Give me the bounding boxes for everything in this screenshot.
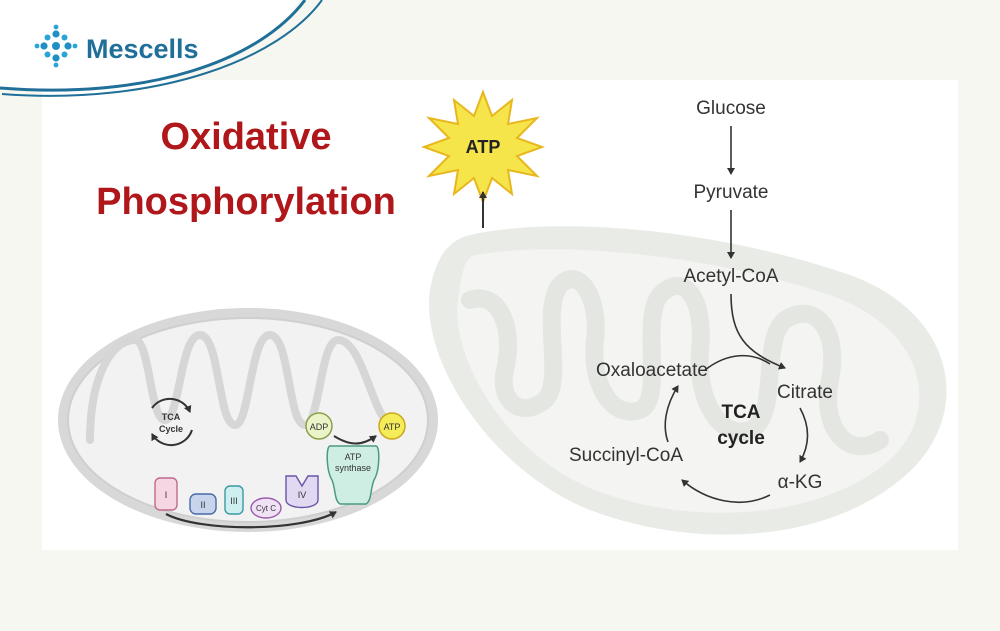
oxaloacetate-label: Oxaloacetate bbox=[596, 360, 708, 381]
small-mitochondrion: TCA Cycle ADP ATP ATP synthase I II III … bbox=[58, 308, 438, 532]
citrate-label: Citrate bbox=[777, 382, 833, 403]
complex-4-shape bbox=[285, 475, 319, 509]
pyruvate-label: Pyruvate bbox=[694, 182, 769, 203]
brand-swoosh-fill bbox=[0, 0, 300, 91]
atp-burst-label: ATP bbox=[466, 137, 501, 157]
tca-cycle-label-line-2: cycle bbox=[717, 428, 765, 449]
small-mito-membrane bbox=[67, 317, 429, 523]
brand-name[interactable]: Mescells bbox=[86, 34, 199, 64]
mini-tca-line-1: TCA bbox=[162, 412, 181, 422]
brand-swoosh-curve bbox=[0, 0, 307, 92]
adp-label: ADP bbox=[310, 422, 329, 432]
complex-3-shape bbox=[224, 485, 244, 515]
glucose-label: Glucose bbox=[696, 98, 766, 119]
adp-circle bbox=[305, 412, 333, 440]
acetyl-coa-label: Acetyl-CoA bbox=[683, 266, 778, 287]
atp-synthase-shape bbox=[326, 445, 380, 505]
mini-tca-arrow-top bbox=[151, 397, 192, 413]
atp-circle bbox=[378, 412, 406, 440]
title-line-1: Oxidative bbox=[160, 116, 331, 158]
cyt-c-label: Cyt C bbox=[256, 504, 276, 513]
akg-label: α-KG bbox=[778, 472, 823, 493]
metabolic-pathway: Glucose Pyruvate Acetyl-CoA Oxaloacetate… bbox=[569, 98, 833, 503]
tca-arc-oxaloacetate-citrate bbox=[704, 354, 771, 371]
atp-synthase-line-2: synthase bbox=[335, 463, 371, 473]
tca-cycle-label-line-1: TCA bbox=[721, 402, 760, 423]
tca-arc-succinyl-oxaloacetate bbox=[664, 385, 679, 443]
mini-tca-cycle: TCA Cycle bbox=[151, 397, 193, 447]
atp-synthase-line-1: ATP bbox=[345, 452, 362, 462]
cyt-c-shape bbox=[250, 497, 282, 519]
cell-cluster-icon bbox=[34, 24, 78, 68]
complex-2-shape bbox=[189, 493, 217, 515]
complex-4-label: IV bbox=[298, 490, 307, 500]
large-mito-cristae bbox=[461, 270, 889, 456]
mini-tca-arrow-bottom bbox=[151, 429, 193, 447]
electron-flow-arrow bbox=[165, 511, 337, 529]
complex-3-label: III bbox=[230, 496, 238, 506]
complex-2-label: II bbox=[200, 500, 205, 510]
acetyl-coa-to-citrate-arrow bbox=[730, 293, 786, 370]
mini-tca-line-2: Cycle bbox=[159, 424, 183, 434]
tca-arc-citrate-akg bbox=[799, 407, 809, 463]
adp-to-atp-arrow bbox=[333, 435, 377, 445]
succinyl-coa-label: Succinyl-CoA bbox=[569, 445, 683, 466]
tca-arc-akg-succinyl bbox=[681, 479, 771, 503]
brand-swoosh-accent bbox=[1, 0, 323, 97]
atp-burst: ATP bbox=[421, 89, 545, 228]
complex-1-shape bbox=[154, 477, 178, 511]
brand-header: Mescells bbox=[0, 0, 323, 97]
complex-1-label: I bbox=[165, 490, 168, 500]
title-line-2: Phosphorylation bbox=[96, 181, 396, 223]
large-mitochondrion bbox=[429, 226, 947, 535]
small-mito-cristae bbox=[86, 330, 389, 444]
atp-small-label: ATP bbox=[384, 422, 401, 432]
